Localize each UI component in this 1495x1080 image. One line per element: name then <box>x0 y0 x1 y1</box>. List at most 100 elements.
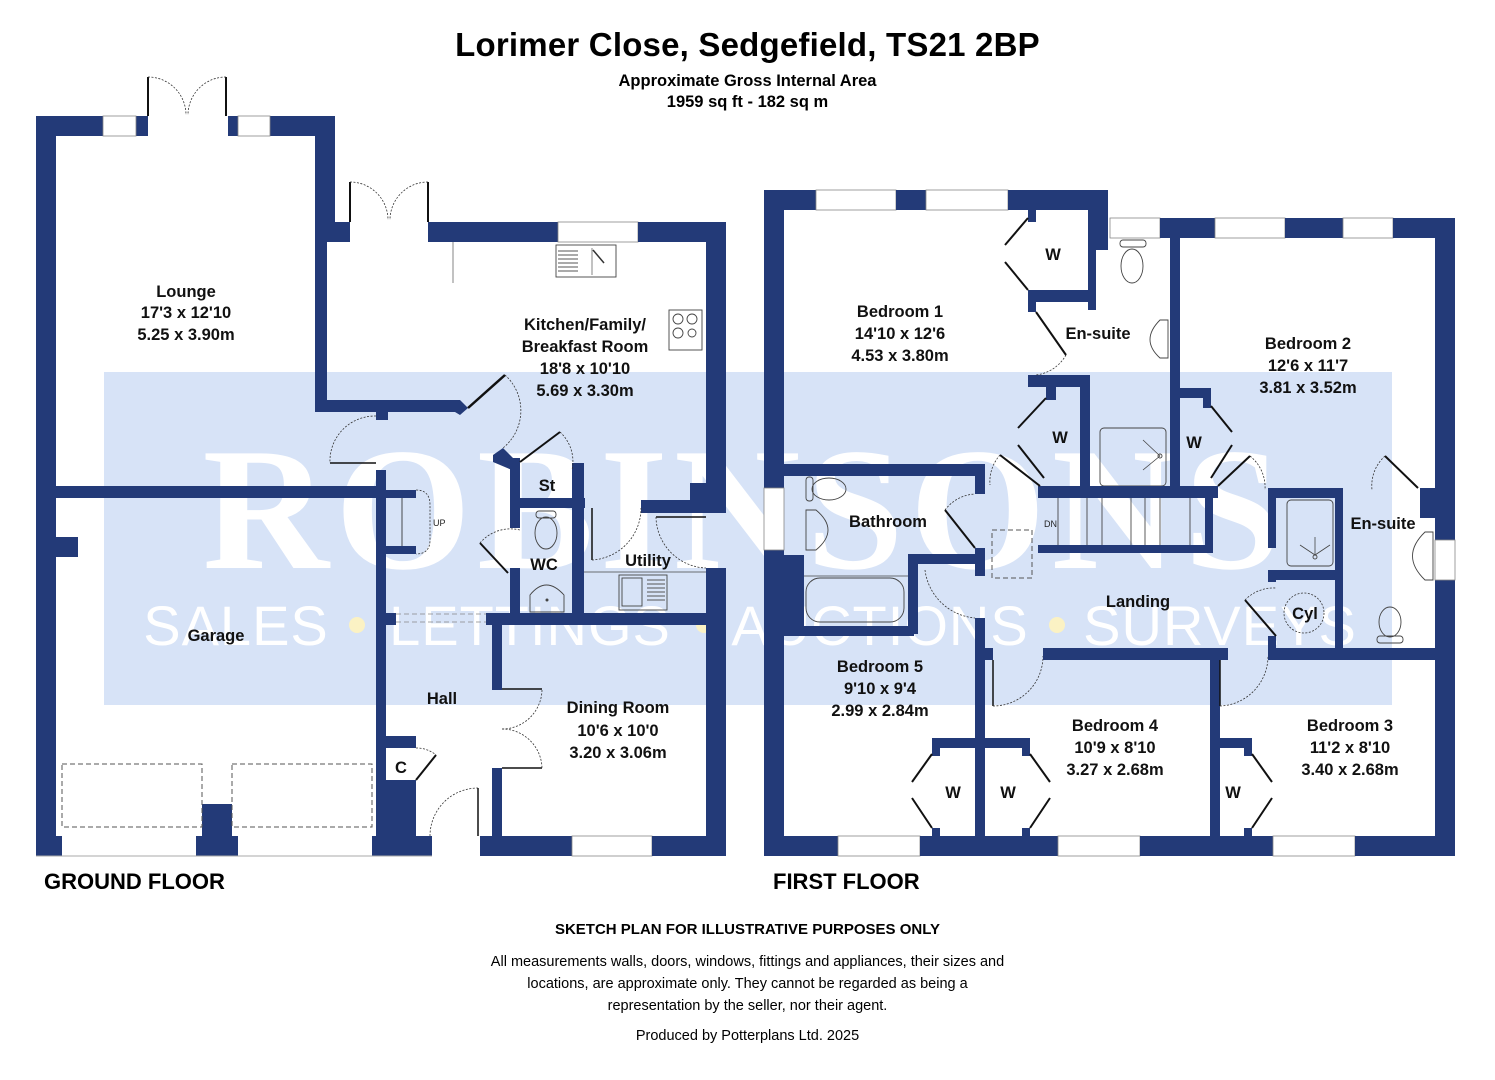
wall <box>920 836 1058 856</box>
wall <box>1210 648 1220 856</box>
door-leaf <box>1029 753 1051 783</box>
garage-door-outline <box>231 763 373 828</box>
wall <box>1046 375 1056 400</box>
room-dim-metric: 5.69 x 3.30m <box>536 382 633 400</box>
door-leaf <box>519 431 561 463</box>
wall <box>1140 836 1273 856</box>
wall <box>932 738 940 756</box>
window <box>1434 539 1456 581</box>
room-name-wc: WC <box>530 556 558 574</box>
basin-icon <box>529 584 565 613</box>
wall <box>1170 218 1180 496</box>
wall <box>764 836 838 856</box>
window <box>925 189 1009 211</box>
wall <box>386 490 416 498</box>
property-title: Lorimer Close, Sedgefield, TS21 2BP <box>455 26 1040 63</box>
room-dim-metric: 2.99 x 2.84m <box>831 702 928 720</box>
wall <box>1268 648 1455 660</box>
utility-sink-icon <box>618 574 668 611</box>
wall <box>1268 488 1343 498</box>
room-dim-imperial: 14'10 x 12'6 <box>855 325 945 343</box>
door-swing <box>944 493 976 511</box>
wall <box>428 222 558 242</box>
wall <box>445 400 468 415</box>
door-swing <box>329 415 377 464</box>
door-leaf <box>415 754 437 781</box>
door-leaf <box>944 509 976 549</box>
wall <box>1244 738 1252 756</box>
wardrobe-label: W <box>1000 784 1016 802</box>
wall <box>896 190 926 210</box>
room-dim-imperial: 9'10 x 9'4 <box>844 680 917 698</box>
door-leaf <box>1210 444 1233 479</box>
door-swing <box>147 76 187 116</box>
door-leaf <box>479 542 509 574</box>
wall <box>1180 388 1210 398</box>
wall <box>1420 488 1435 518</box>
svg-text:SALES: SALES <box>143 594 329 657</box>
wall <box>908 554 918 634</box>
wall <box>652 836 726 856</box>
wall <box>510 568 520 618</box>
wall <box>1043 648 1220 660</box>
toilet-icon <box>805 476 847 502</box>
wall <box>908 554 978 564</box>
basin-icon <box>805 509 829 551</box>
wall <box>975 618 985 856</box>
door-swing <box>429 787 479 837</box>
room-name-bedroom-3: Bedroom 3 <box>1307 717 1393 735</box>
wardrobe-label: W <box>1225 784 1241 802</box>
garage-door-outline <box>61 763 203 828</box>
window <box>571 835 653 857</box>
wall <box>706 620 726 856</box>
wall <box>572 463 584 620</box>
room-name-bedroom-2: Bedroom 2 <box>1265 335 1351 353</box>
room-name-store: St <box>539 477 556 495</box>
door-swing <box>187 76 227 116</box>
toilet-icon <box>1119 239 1147 284</box>
door-leaf <box>911 753 933 783</box>
door-swing <box>1371 455 1386 491</box>
room-dim-imperial: 10'9 x 8'10 <box>1074 739 1155 757</box>
room-name-cupboard: C <box>395 759 407 777</box>
door-leaf <box>1251 797 1273 829</box>
ground-floor-plan: UP <box>36 76 726 894</box>
toilet-icon <box>534 510 558 550</box>
wall <box>510 498 585 508</box>
wall <box>1205 486 1213 553</box>
door-swing <box>1035 354 1067 376</box>
producer-credit: Produced by Potterplans Ltd. 2025 <box>635 1028 860 1044</box>
area-summary: Approximate Gross Internal Area 1959 sq … <box>0 71 1495 113</box>
wall <box>706 568 726 622</box>
door-swing <box>479 528 521 544</box>
wall <box>36 486 386 498</box>
door-swing <box>655 516 707 569</box>
door-leaf <box>1384 455 1419 489</box>
wall <box>315 222 327 412</box>
wall <box>1028 375 1088 387</box>
wall <box>1028 292 1036 312</box>
window <box>763 487 785 551</box>
wall <box>1022 828 1030 838</box>
wall <box>376 400 388 420</box>
wall <box>932 828 940 838</box>
window <box>1342 217 1394 239</box>
room-name-bedroom-1: Bedroom 1 <box>857 303 943 321</box>
wall <box>1244 828 1252 838</box>
basin-icon <box>1149 319 1169 359</box>
wall <box>372 836 382 856</box>
wall <box>764 190 816 210</box>
wall <box>1170 218 1215 238</box>
room-dim-metric: 5.25 x 3.90m <box>137 326 234 344</box>
wardrobe-label: W <box>945 784 961 802</box>
room-name-bedroom-5: Bedroom 5 <box>837 658 923 676</box>
door-swing <box>389 181 429 221</box>
door-leaf <box>1029 797 1051 829</box>
svg-text:SURVEYS: SURVEYS <box>1083 594 1357 657</box>
shower-tray-icon <box>1286 499 1334 567</box>
door-swing <box>591 507 642 561</box>
wall <box>1038 545 1211 553</box>
wall <box>1268 636 1276 650</box>
door-leaf <box>999 454 1041 487</box>
door-swing <box>1244 587 1277 601</box>
